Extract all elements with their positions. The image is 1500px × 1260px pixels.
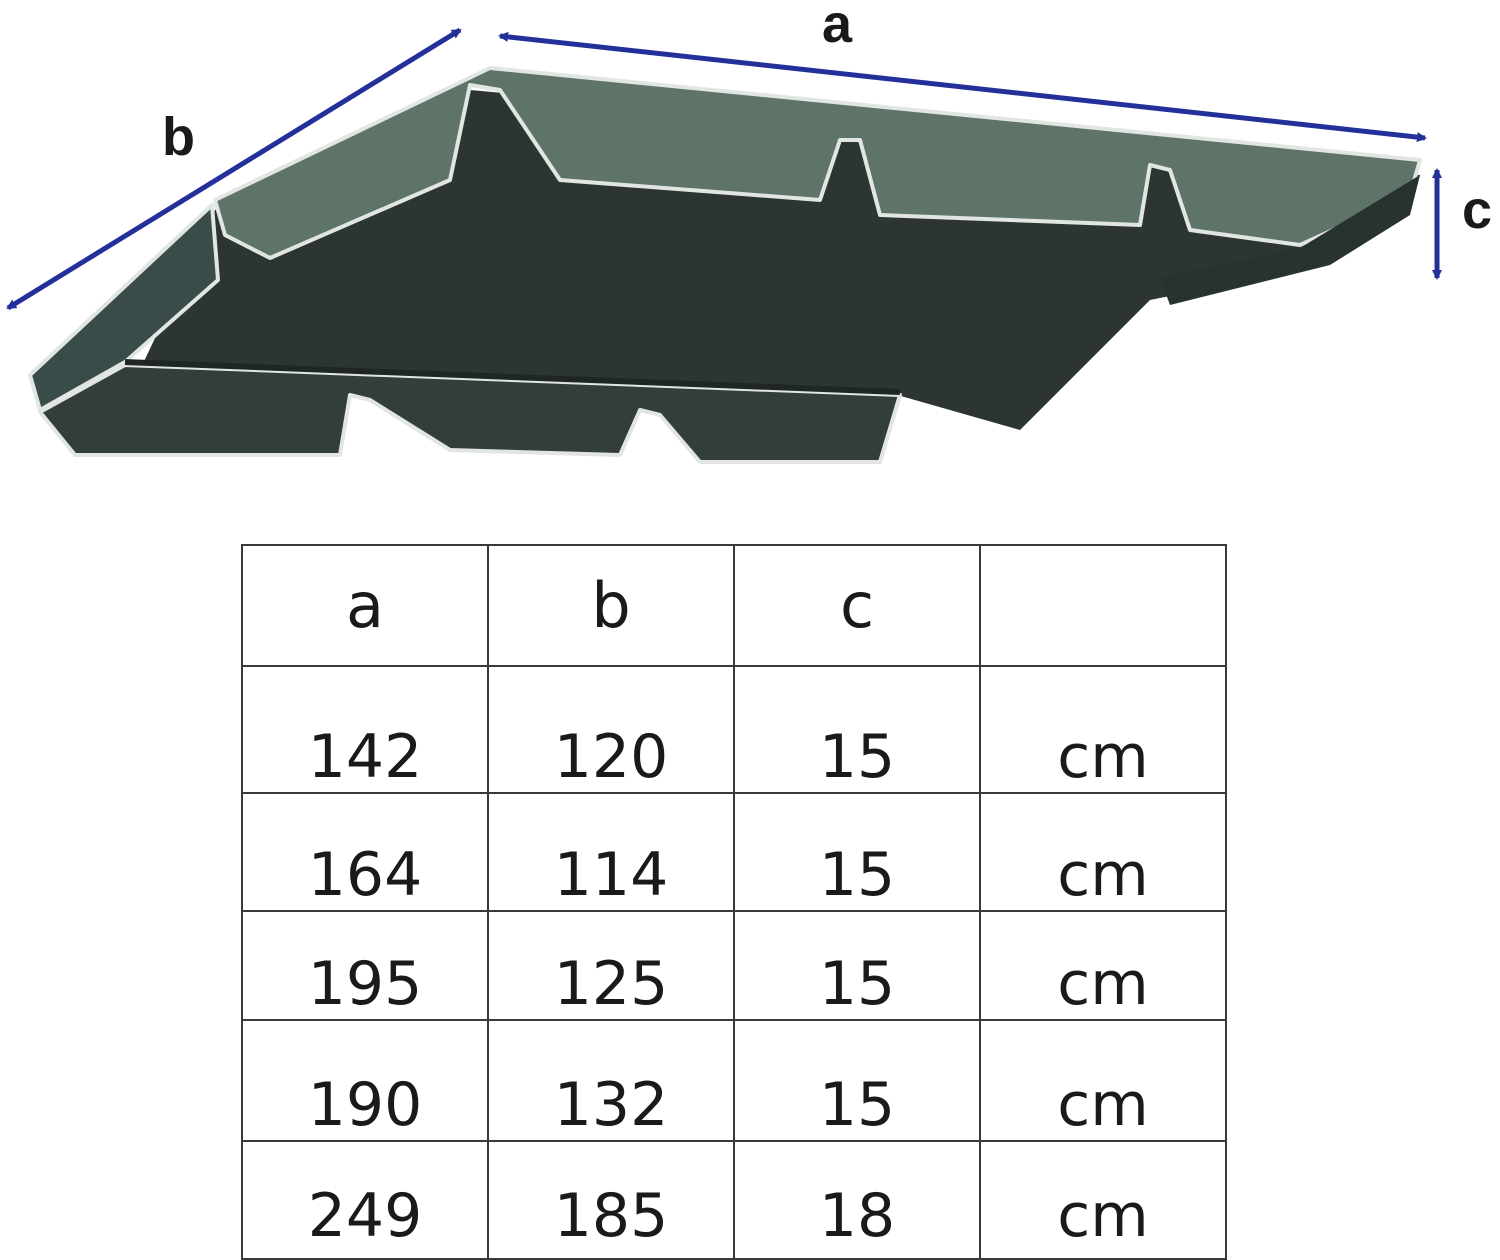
table-row: 249 185 18 cm: [241, 1140, 1227, 1260]
table-row: 164 114 15 cm: [241, 792, 1227, 912]
cell-c: 15: [733, 665, 981, 794]
cell-a: 142: [241, 665, 489, 794]
cell-b: 120: [487, 665, 735, 794]
header-a: a: [241, 544, 489, 667]
cell-a: 195: [241, 910, 489, 1021]
table-row: 195 125 15 cm: [241, 910, 1227, 1021]
canopy-right-flap: [1160, 175, 1420, 305]
cell-a: 190: [241, 1019, 489, 1142]
dimension-a-label: a: [822, 0, 853, 54]
cell-c: 18: [733, 1140, 981, 1260]
cell-unit: cm: [979, 665, 1227, 794]
dimension-c-label: c: [1462, 180, 1492, 240]
size-table: a b c 142 120 15 cm 164 114 15 cm 195 12…: [241, 544, 1227, 1260]
cell-c: 15: [733, 910, 981, 1021]
cell-a: 164: [241, 792, 489, 912]
header-unit: [979, 544, 1227, 667]
table-row: 190 132 15 cm: [241, 1019, 1227, 1142]
canopy-illustration: a b c: [6, 0, 1492, 464]
table-row: 142 120 15 cm: [241, 665, 1227, 794]
dimension-b-label: b: [162, 107, 195, 167]
cell-unit: cm: [979, 910, 1227, 1021]
cell-b: 132: [487, 1019, 735, 1142]
cell-unit: cm: [979, 1019, 1227, 1142]
cell-unit: cm: [979, 792, 1227, 912]
cell-b: 114: [487, 792, 735, 912]
cell-c: 15: [733, 1019, 981, 1142]
cell-b: 185: [487, 1140, 735, 1260]
cell-b: 125: [487, 910, 735, 1021]
canopy-shape: [28, 66, 1422, 464]
dimension-a-arrow: [498, 31, 1427, 143]
header-b: b: [487, 544, 735, 667]
canopy-rim: [124, 359, 901, 395]
cell-c: 15: [733, 792, 981, 912]
table-header-row: a b c: [241, 544, 1227, 667]
cell-a: 249: [241, 1140, 489, 1260]
dimension-b-arrow: [6, 27, 462, 311]
canopy-front-flap: [38, 363, 902, 464]
header-c: c: [733, 544, 981, 667]
cell-unit: cm: [979, 1140, 1227, 1260]
